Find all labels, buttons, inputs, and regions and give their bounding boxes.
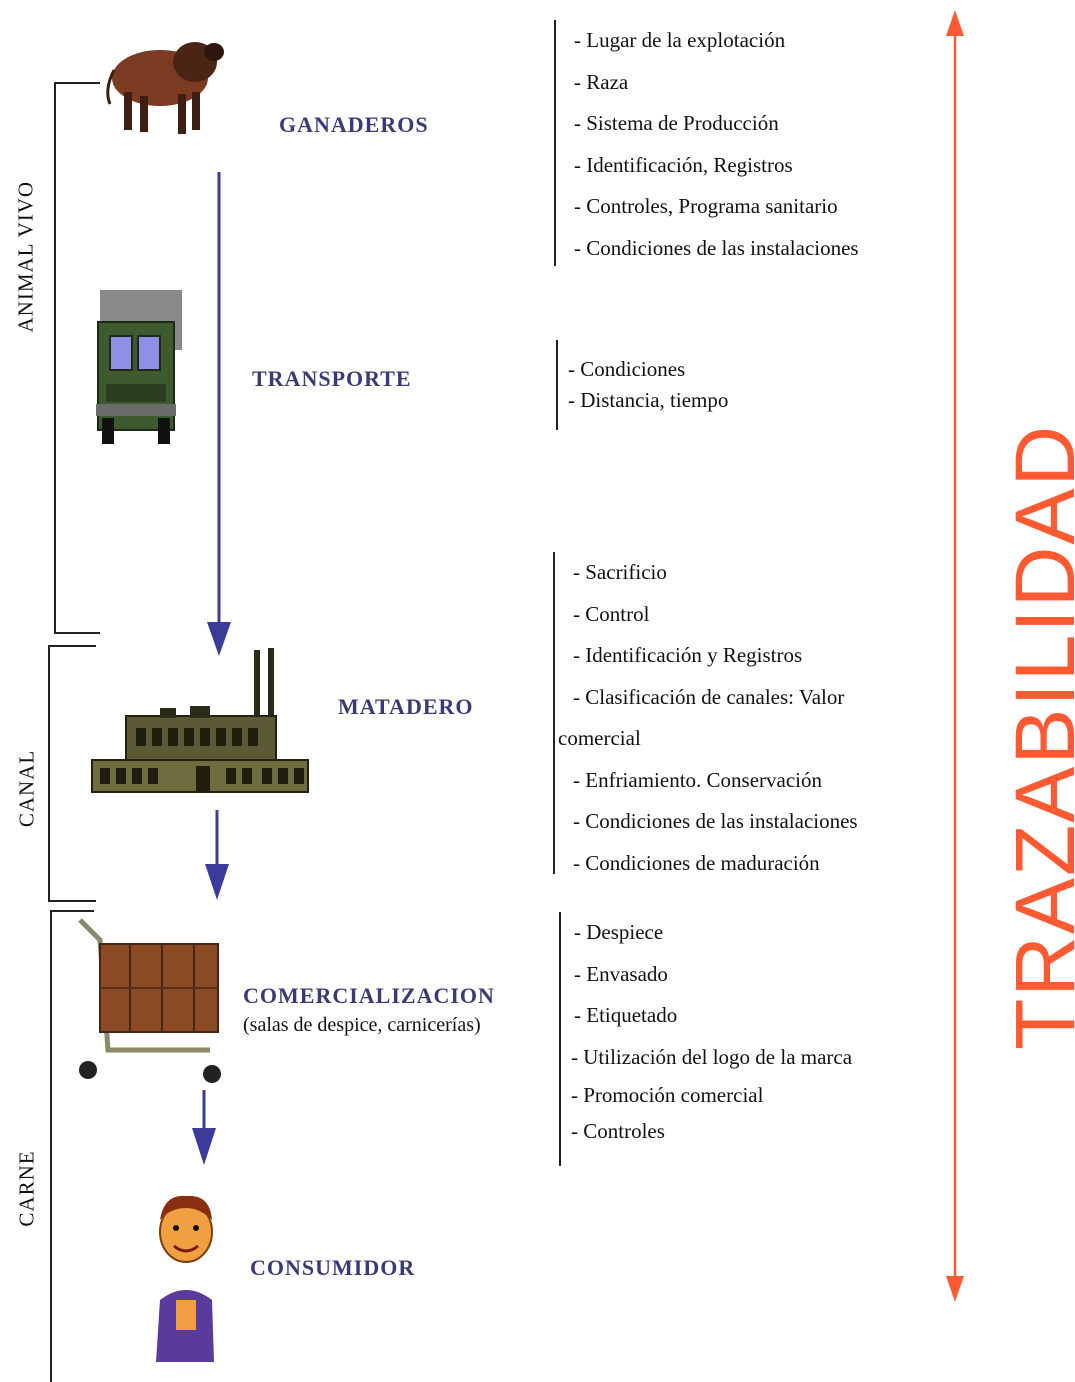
list-transporte: - Condiciones - Distancia, tiempo bbox=[556, 340, 728, 430]
side-label-animal-vivo: ANIMAL VIVO bbox=[13, 180, 38, 333]
list-comercializacion: - Despiece - Envasado - Etiquetado - Uti… bbox=[559, 912, 852, 1166]
stage-label-comercializacion: COMERCIALIZACION bbox=[243, 983, 495, 1008]
stage-label-transporte: TRANSPORTE bbox=[252, 366, 412, 391]
trazabilidad-arrow bbox=[946, 10, 964, 1302]
bull-icon bbox=[106, 42, 224, 134]
list-item: - Identificación, Registros bbox=[574, 152, 793, 177]
stage-label-ganaderos: GANADEROS bbox=[279, 112, 429, 137]
list-item: - Condiciones bbox=[568, 357, 686, 381]
truck-icon bbox=[96, 290, 182, 444]
list-item: - Condiciones de las instalaciones bbox=[574, 235, 859, 260]
list-item: - Promoción comercial bbox=[571, 1082, 764, 1107]
list-item: - Distancia, tiempo bbox=[568, 388, 729, 412]
list-item: - Lugar de la explotación bbox=[574, 28, 786, 52]
side-label-carne: CARNE bbox=[14, 1150, 39, 1227]
side-label-canal: CANAL bbox=[14, 749, 39, 828]
list-item: - Etiquetado bbox=[574, 1003, 678, 1027]
bracket-animal-vivo bbox=[54, 82, 100, 634]
bracket-carne bbox=[50, 910, 94, 1382]
list-item: comercial bbox=[558, 726, 641, 750]
list-item: - Utilización del logo de la marca bbox=[571, 1044, 853, 1069]
consumer-icon bbox=[156, 1195, 214, 1362]
stage-label-consumidor: CONSUMIDOR bbox=[250, 1255, 416, 1280]
list-item: - Controles, Programa sanitario bbox=[574, 194, 838, 218]
trazabilidad-label: TRAZABILIDAD bbox=[998, 423, 1075, 1050]
flow-arrow-2 bbox=[205, 810, 229, 900]
stage-sublabel-comercializacion: (salas de despice, carnicerías) bbox=[243, 1014, 481, 1036]
list-item: - Envasado bbox=[574, 961, 668, 986]
list-item: - Clasificación de canales: Valor bbox=[573, 684, 845, 709]
list-item: - Controles bbox=[571, 1118, 665, 1143]
list-item: - Despiece bbox=[574, 920, 664, 944]
list-item: - Enfriamiento. Conservación bbox=[573, 767, 823, 792]
cart-icon bbox=[78, 918, 221, 1083]
list-item: - Condiciones de maduración bbox=[573, 850, 820, 875]
list-matadero: - Sacrificio - Control - Identificación … bbox=[553, 552, 858, 875]
stage-label-matadero: MATADERO bbox=[338, 694, 474, 719]
list-item: - Sacrificio bbox=[573, 560, 667, 584]
flow-arrow-1 bbox=[207, 172, 231, 656]
list-item: - Identificación y Registros bbox=[573, 643, 803, 667]
factory-icon bbox=[91, 648, 309, 793]
list-ganaderos: - Lugar de la explotación - Raza - Siste… bbox=[554, 20, 859, 266]
list-item: - Condiciones de las instalaciones bbox=[573, 809, 858, 833]
list-item: - Sistema de Producción bbox=[574, 111, 779, 135]
bracket-canal bbox=[48, 645, 96, 902]
flow-arrow-3 bbox=[192, 1090, 216, 1165]
list-item: - Raza bbox=[574, 69, 629, 94]
list-item: - Control bbox=[573, 601, 650, 626]
